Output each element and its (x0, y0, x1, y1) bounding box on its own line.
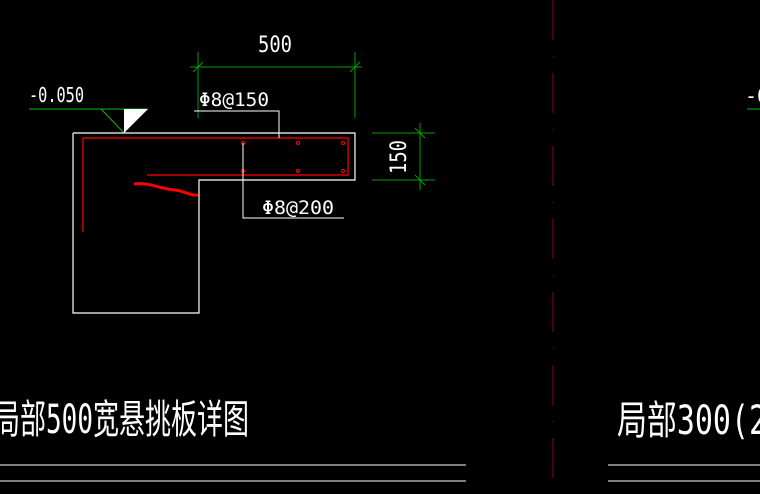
rebar-dots (241, 141, 345, 173)
red-markup-stroke (133, 182, 199, 197)
slab-beam-outline (72, 132, 356, 314)
top-rebar-label: Φ8@150 (199, 89, 269, 111)
thickness-dim-label: 150 (387, 140, 412, 174)
detail-title-left: 局部500宽悬挑板详图 (0, 397, 249, 443)
dimension-thickness (372, 123, 435, 190)
rebar-lines (82, 137, 349, 232)
top-rebar-leader (194, 110, 280, 138)
width-dim-label: 500 (258, 33, 292, 58)
elevation-marker (29, 108, 163, 134)
bottom-rebar-label: Φ8@200 (262, 197, 334, 219)
detail-title-right: 局部300(2 (617, 398, 760, 444)
dimension-width (190, 52, 362, 118)
bottom-rebar-leader (242, 143, 344, 219)
elevation-label-right: -0 (745, 84, 760, 108)
elevation-label: -0.050 (29, 83, 84, 107)
